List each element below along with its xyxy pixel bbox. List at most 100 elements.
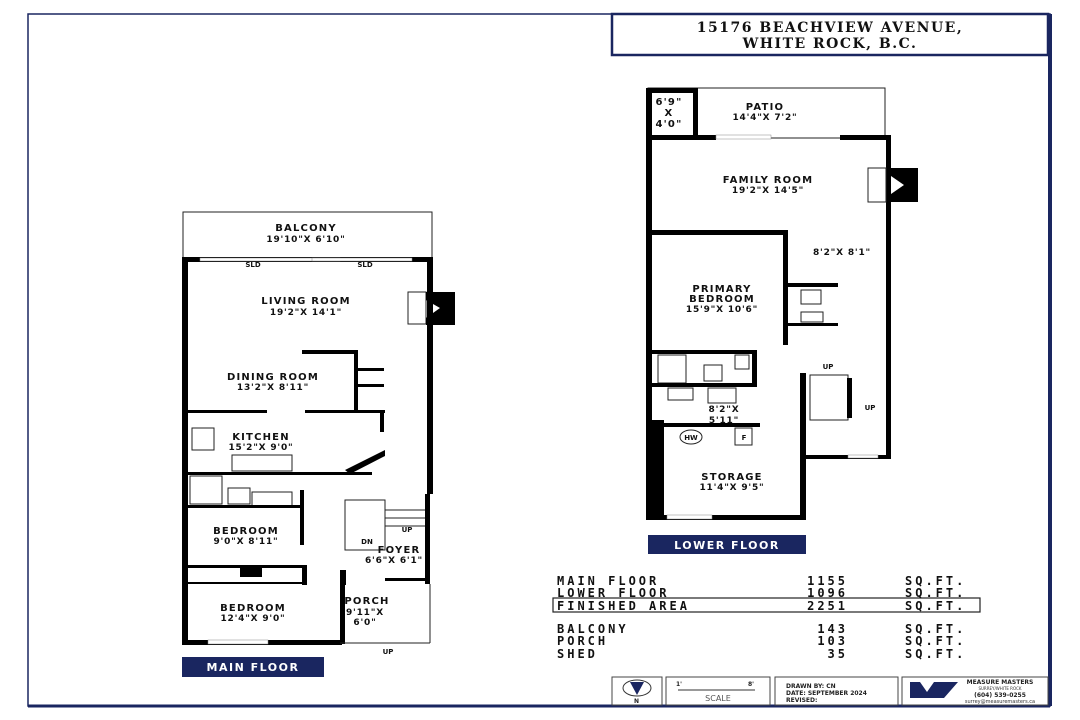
bedroom-label: BEDROOM <box>220 603 286 614</box>
foyer-dims: 6'6"X 6'1" <box>365 556 423 566</box>
area-row: FINISHED AREA 2251 SQ.FT. <box>557 599 966 613</box>
den-dims: 8'2"X 8'1" <box>813 248 871 258</box>
finished-area-box <box>552 597 981 613</box>
svg-text:SURREY/WHITE ROCK: SURREY/WHITE ROCK <box>978 686 1021 691</box>
bedroom-label: BEDROOM <box>213 526 279 537</box>
svg-text:BALCONY: BALCONY <box>557 622 629 636</box>
svg-text:1155: 1155 <box>807 574 848 588</box>
patio-label: PATIO <box>746 102 784 113</box>
area-row: SHED 35 SQ.FT. <box>557 647 966 661</box>
primary-bedroom-label: BEDROOM <box>689 294 755 305</box>
area-row: MAIN FLOOR 1155 SQ.FT. <box>557 574 966 588</box>
svg-text:SQ.FT.: SQ.FT. <box>905 574 966 588</box>
sink <box>800 311 824 323</box>
living-room-dims: 19'2"X 14'1" <box>270 308 342 318</box>
svg-text:N: N <box>634 698 639 705</box>
shed-dims: 4'0" <box>656 119 683 130</box>
kitchen-sink <box>231 454 293 472</box>
svg-text:(604) 539-0255: (604) 539-0255 <box>974 692 1026 699</box>
dining-room-dims: 13'2"X 8'11" <box>237 383 309 393</box>
address-line2: WHITE ROCK, B.C. <box>742 36 918 52</box>
svg-text:1': 1' <box>676 681 682 688</box>
svg-text:SCALE: SCALE <box>705 694 731 703</box>
svg-text:35: 35 <box>828 647 848 661</box>
stairs <box>809 374 849 421</box>
svg-text:MAIN FLOOR: MAIN FLOOR <box>557 574 659 588</box>
dn-label: DN <box>361 538 373 546</box>
svg-text:1096: 1096 <box>807 586 848 600</box>
toilet <box>227 487 251 505</box>
porch-dims: 9'11"X <box>346 608 384 618</box>
address-line1: 15176 BEACHVIEW AVENUE, <box>697 20 963 36</box>
sink <box>734 354 750 370</box>
up-label: UP <box>383 648 394 656</box>
bathtub <box>189 475 223 505</box>
svg-text:FINISHED AREA: FINISHED AREA <box>557 599 690 613</box>
title-footer: N 1' 8' SCALE DRAWN BY: CN DATE: SEPTEMB… <box>611 676 1049 706</box>
area-row: PORCH 103 SQ.FT. <box>557 634 966 648</box>
shed-dims: 6'9" <box>656 97 683 108</box>
up-label: UP <box>865 404 876 412</box>
company-logo <box>910 682 958 698</box>
svg-text:SQ.FT.: SQ.FT. <box>905 599 966 613</box>
family-room-dims: 19'2"X 14'5" <box>732 186 804 196</box>
bedroom-dims: 12'4"X 9'0" <box>220 614 285 624</box>
stove <box>191 427 215 451</box>
storage-label: STORAGE <box>701 472 762 483</box>
svg-text:SHED: SHED <box>557 647 598 661</box>
laundry-dims: 5'11" <box>709 416 739 426</box>
stairs <box>344 499 386 551</box>
balcony-label: BALCONY <box>275 223 337 234</box>
bathroom-sink <box>251 491 293 507</box>
shower <box>657 354 687 384</box>
primary-bedroom-dims: 15'9"X 10'6" <box>686 305 758 315</box>
porch-dims: 6'0" <box>353 618 376 628</box>
laundry-dims: 8'2"X <box>709 405 740 415</box>
svg-text:SQ.FT.: SQ.FT. <box>905 634 966 648</box>
dining-room-label: DINING ROOM <box>227 372 319 383</box>
toilet <box>703 364 723 382</box>
svg-text:PORCH: PORCH <box>557 634 608 648</box>
svg-text:DRAWN BY: CN: DRAWN BY: CN <box>786 683 836 690</box>
svg-text:SQ.FT.: SQ.FT. <box>905 622 966 636</box>
svg-text:MEASURE MASTERS: MEASURE MASTERS <box>967 679 1034 686</box>
patio-dims: 14'4"X 7'2" <box>732 113 797 123</box>
lower-floor-badge <box>648 535 806 554</box>
svg-text:SQ.FT.: SQ.FT. <box>905 586 966 600</box>
sld-label: SLD <box>357 261 373 269</box>
kitchen-dims: 15'2"X 9'0" <box>228 443 293 453</box>
lower-floor-label: LOWER FLOOR <box>674 539 780 552</box>
fireplace <box>891 168 918 202</box>
up-label: UP <box>823 363 834 371</box>
kitchen-label: KITCHEN <box>232 432 290 443</box>
svg-text:DATE: SEPTEMBER 2024: DATE: SEPTEMBER 2024 <box>786 690 867 697</box>
primary-bedroom-label: PRIMARY <box>692 284 751 295</box>
svg-text:SQ.FT.: SQ.FT. <box>905 647 966 661</box>
svg-text:REVISED:: REVISED: <box>786 697 817 704</box>
porch-label: PORCH <box>344 596 389 607</box>
svg-text:surrey@measuremasters.ca: surrey@measuremasters.ca <box>965 699 1035 705</box>
svg-text:2251: 2251 <box>807 599 848 613</box>
svg-text:LOWER FLOOR: LOWER FLOOR <box>557 586 669 600</box>
shed-dims: X <box>665 108 674 119</box>
area-row: BALCONY 143 SQ.FT. <box>557 622 966 636</box>
hot-water-label: HW <box>684 434 698 442</box>
sld-label: SLD <box>245 261 261 269</box>
storage-dims: 11'4"X 9'5" <box>699 483 764 493</box>
main-floor-badge <box>182 657 324 677</box>
foyer-label: FOYER <box>378 545 421 556</box>
furnace-label: F <box>742 434 747 442</box>
main-floor-plan: BALCONY 19'10"X 6'10" SLD SLD LIVING ROO… <box>182 211 455 677</box>
family-room-label: FAMILY ROOM <box>723 175 814 186</box>
svg-text:8': 8' <box>748 681 754 688</box>
title-block: 15176 BEACHVIEW AVENUE, WHITE ROCK, B.C. <box>610 12 1050 57</box>
svg-text:103: 103 <box>817 634 848 648</box>
sheet-border <box>27 13 1051 707</box>
bedroom-dims: 9'0"X 8'11" <box>213 537 278 547</box>
fireplace <box>426 292 455 325</box>
lower-floor-plan: 6'9" X 4'0" PATIO 14'4"X 7'2" FAMILY ROO… <box>646 87 918 554</box>
area-row: LOWER FLOOR 1096 SQ.FT. <box>557 586 966 600</box>
svg-text:143: 143 <box>817 622 848 636</box>
